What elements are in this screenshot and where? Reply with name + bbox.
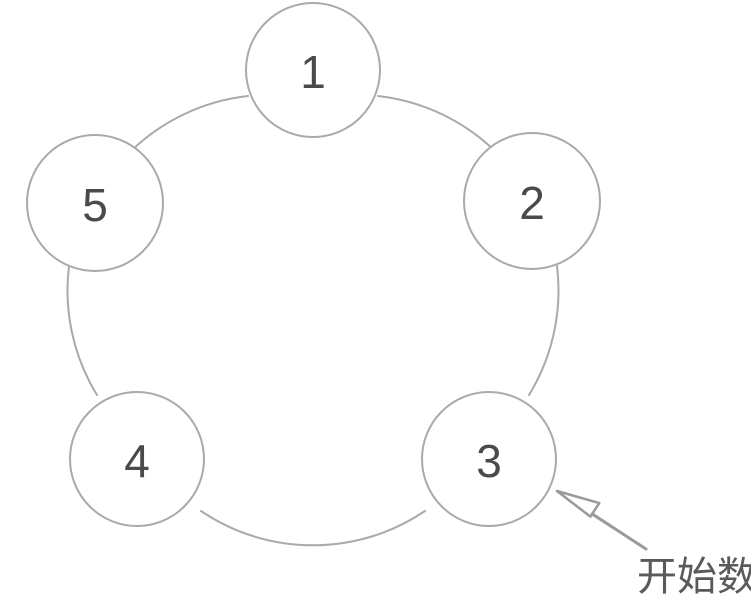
node-3[interactable]: 3: [421, 391, 557, 527]
node-4-label: 4: [124, 435, 150, 487]
node-2[interactable]: 2: [463, 132, 601, 270]
node-3-circle[interactable]: [421, 391, 557, 527]
edge-3-to-4: [200, 510, 426, 547]
node-5-circle[interactable]: [26, 134, 164, 272]
start-pointer-annotation: [555, 489, 648, 551]
node-1[interactable]: 1: [245, 2, 381, 138]
node-5[interactable]: 5: [26, 134, 164, 272]
node-2-label: 2: [519, 177, 545, 229]
node-group: 1 2 3 4 5: [26, 2, 601, 527]
edge-4-to-5: [66, 265, 98, 396]
node-5-label: 5: [82, 179, 108, 231]
node-1-circle[interactable]: [245, 2, 381, 138]
node-1-label: 1: [300, 46, 326, 98]
node-4[interactable]: 4: [69, 391, 205, 527]
edge-2-to-3: [528, 265, 560, 396]
annotation-arrow-shaft: [590, 512, 648, 551]
edge-5-to-1: [129, 95, 249, 153]
start-label: 开始数: [637, 554, 751, 600]
node-4-circle[interactable]: [69, 391, 205, 527]
edge-1-to-2: [377, 95, 497, 153]
edge-group: [66, 95, 560, 547]
annotation-arrow-head-icon: [555, 489, 601, 518]
node-2-circle[interactable]: [463, 132, 601, 270]
node-3-label: 3: [476, 435, 502, 487]
